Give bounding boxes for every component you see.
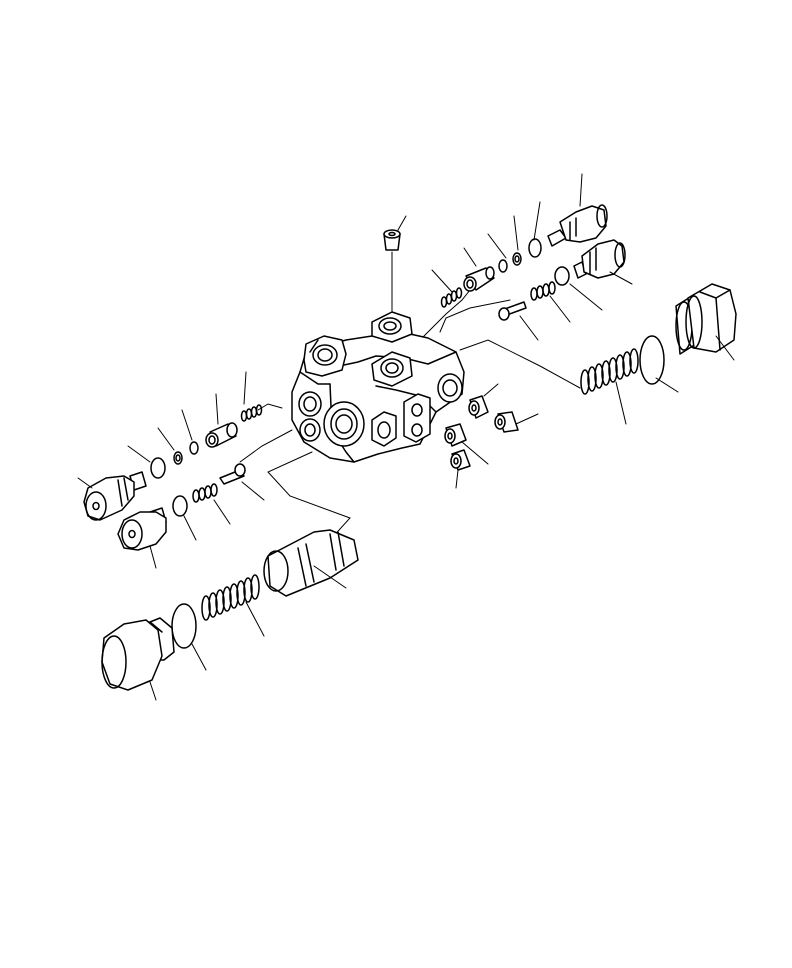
top-fitting [383, 215, 407, 251]
right-small-fittings [444, 383, 539, 489]
plug-left-2 [117, 507, 167, 569]
left-small-parts [77, 371, 265, 569]
pin-left [219, 463, 265, 501]
small-spring-right [530, 281, 571, 323]
large-spring-left [201, 574, 265, 637]
spool [263, 529, 359, 597]
fitting-right-2 [494, 411, 539, 433]
large-spring-right [580, 348, 639, 425]
fitting-right-1 [468, 383, 499, 419]
plug-upper-right-1 [547, 173, 608, 247]
right-large-parts [580, 283, 737, 425]
large-plug-left [101, 617, 175, 701]
piston-upper [463, 266, 495, 292]
large-plug-right [675, 283, 737, 361]
plug-left-1 [77, 471, 147, 521]
small-spring-upper [440, 287, 463, 308]
pin-upper [498, 301, 539, 341]
fitting-right-3 [444, 423, 489, 465]
plug-upper-right-2 [554, 239, 633, 311]
piston-left [205, 422, 238, 448]
small-spring-left-2 [192, 483, 218, 503]
upper-right-small-parts [431, 173, 633, 341]
assembly-guide-lines [239, 251, 581, 557]
small-spring-left [240, 404, 263, 422]
fitting-right-4 [450, 449, 471, 489]
valve-body [291, 311, 465, 463]
lower-left-large-parts [101, 529, 359, 701]
